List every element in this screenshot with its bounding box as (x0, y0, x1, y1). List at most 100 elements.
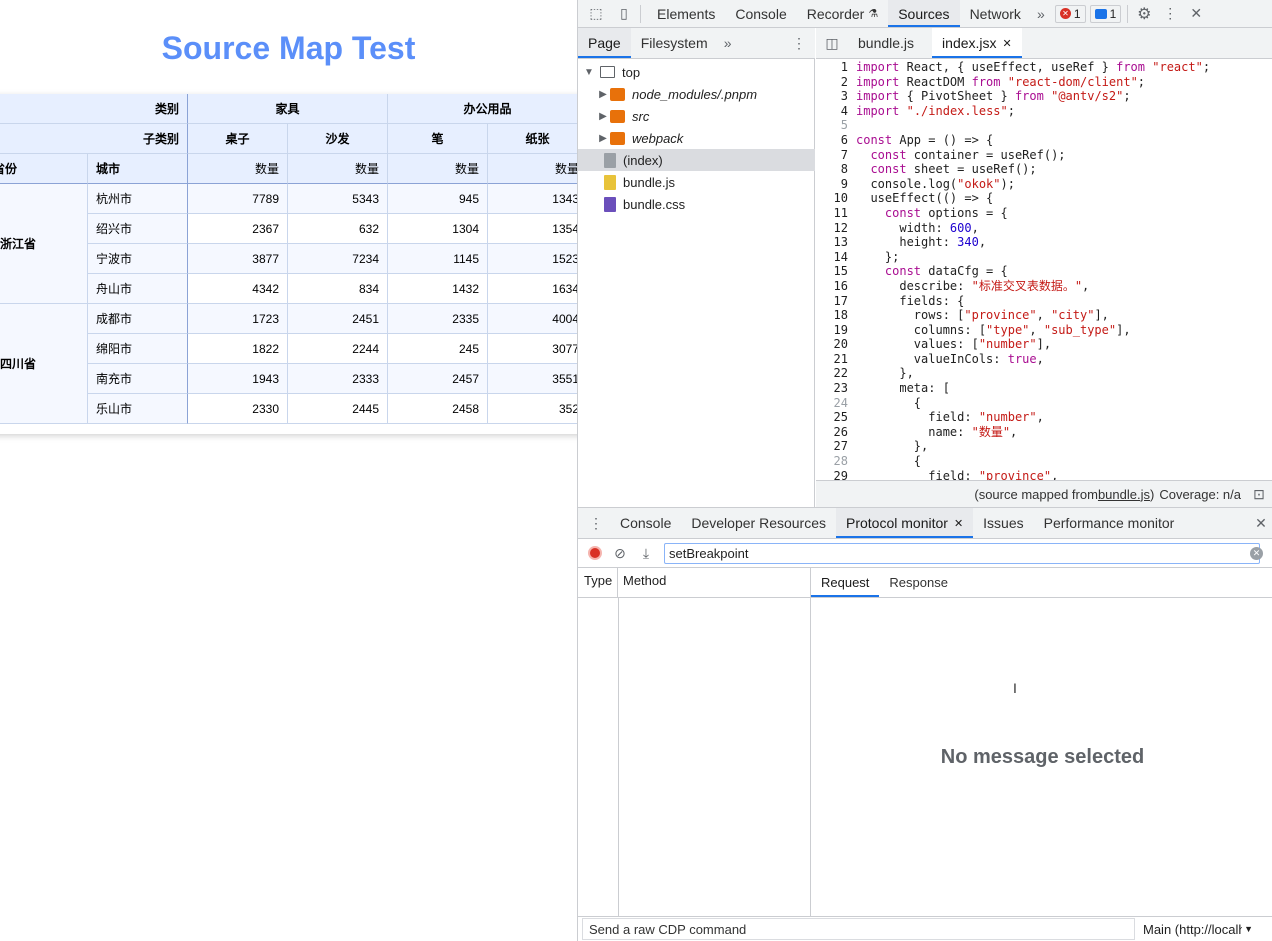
inspect-element-icon[interactable]: ⬚ (589, 5, 603, 21)
data-cell[interactable]: 245 (388, 334, 488, 364)
tab-page[interactable]: Page (578, 28, 631, 58)
line-number[interactable]: 9 (840, 176, 848, 191)
line-number[interactable]: 27 (833, 439, 848, 454)
data-cell[interactable]: 1145 (388, 244, 488, 274)
tab-recorder[interactable]: Recorder⚗ (797, 0, 888, 27)
tree-item[interactable]: ▼top (578, 61, 815, 83)
row-header-city-cell[interactable]: 杭州市 (88, 184, 188, 214)
measure-header[interactable]: 数量 (288, 154, 388, 184)
row-header-sichuan[interactable]: 四川省 (0, 304, 88, 424)
line-number[interactable]: 23 (833, 381, 848, 396)
column-method[interactable]: Method (623, 573, 667, 588)
code-line[interactable]: 21 valueInCols: true, (816, 352, 1272, 367)
close-drawer-icon[interactable]: ✕ (1255, 514, 1267, 531)
data-cell[interactable]: 1354 (488, 214, 577, 244)
close-tab-icon[interactable]: ✕ (1002, 37, 1012, 50)
data-cell[interactable]: 2451 (288, 304, 388, 334)
code-line[interactable]: 20 values: ["number"], (816, 337, 1272, 352)
data-cell[interactable]: 352 (488, 394, 577, 424)
row-header-city-cell[interactable]: 成都市 (88, 304, 188, 334)
expand-triangle-icon[interactable]: ▶ (599, 110, 607, 122)
col-type-header[interactable]: 家具 (188, 94, 388, 124)
detail-tab-response[interactable]: Response (889, 575, 948, 590)
data-cell[interactable]: 7789 (188, 184, 288, 214)
tab-elements[interactable]: Elements (657, 5, 716, 22)
line-number[interactable]: 24 (833, 395, 848, 410)
data-cell[interactable]: 5343 (288, 184, 388, 214)
row-header-city-cell[interactable]: 舟山市 (88, 274, 188, 304)
drawer-tab-console[interactable]: Console (620, 515, 672, 531)
tab-network[interactable]: Network (969, 5, 1021, 22)
corner-type-label[interactable]: 类别 (0, 94, 188, 124)
col-type-header[interactable]: 办公用品 (388, 94, 577, 124)
drawer-tab-protocol-monitor[interactable]: Protocol monitor ✕ (836, 508, 974, 538)
line-number[interactable]: 8 (840, 162, 848, 177)
navigator-menu-icon[interactable]: ⋮ (792, 34, 806, 51)
line-number[interactable]: 28 (833, 454, 848, 469)
code-line[interactable]: 26 name: "数量", (816, 425, 1272, 440)
data-cell[interactable]: 1523 (488, 244, 577, 274)
error-badge[interactable]: ✕ 1 (1054, 4, 1086, 23)
drawer-menu-icon[interactable]: ⋮ (589, 514, 603, 531)
code-line[interactable]: 5 (816, 118, 1272, 133)
row-header-city-cell[interactable]: 南充市 (88, 364, 188, 394)
cdp-command-input[interactable]: Send a raw CDP command (582, 918, 1135, 940)
row-header-zhejiang[interactable]: 浙江省 (0, 184, 88, 304)
row-header-province[interactable]: 省份 (0, 154, 88, 184)
data-cell[interactable]: 1634 (488, 274, 577, 304)
tree-item[interactable]: ▶node_modules/.pnpm (578, 83, 815, 105)
line-number[interactable]: 2 (840, 74, 848, 89)
line-number[interactable]: 13 (833, 235, 848, 250)
row-header-city-cell[interactable]: 绍兴市 (88, 214, 188, 244)
pivot-sheet[interactable]: 类别子类别省份城市家具办公用品桌子沙发笔纸张数量数量数量数量浙江省杭州市7789… (0, 94, 577, 434)
code-line[interactable]: 11 const options = { (816, 206, 1272, 221)
more-tabs-icon[interactable]: » (1037, 5, 1045, 22)
line-number[interactable]: 14 (833, 249, 848, 264)
tab-filesystem[interactable]: Filesystem (640, 35, 708, 51)
data-cell[interactable]: 3077 (488, 334, 577, 364)
detail-tab-request[interactable]: Request (811, 568, 880, 597)
code-line[interactable]: 12 width: 600, (816, 221, 1272, 236)
corner-subtype-label[interactable]: 子类别 (0, 124, 188, 154)
data-cell[interactable]: 2445 (288, 394, 388, 424)
message-badge[interactable]: 1 (1089, 4, 1122, 23)
code-line[interactable]: 29 field: "province", (816, 469, 1272, 480)
editor-tab-bundle-js[interactable]: bundle.js (858, 35, 915, 51)
col-subtype-header[interactable]: 桌子 (188, 124, 288, 154)
code-line[interactable]: 19 columns: ["type", "sub_type"], (816, 323, 1272, 338)
code-line[interactable]: 14 }; (816, 250, 1272, 265)
target-select[interactable]: Main (http://localhc ▼ (1143, 922, 1253, 937)
data-cell[interactable]: 945 (388, 184, 488, 214)
line-number[interactable]: 21 (833, 351, 848, 366)
data-cell[interactable]: 2458 (388, 394, 488, 424)
data-cell[interactable]: 3877 (188, 244, 288, 274)
data-cell[interactable]: 1723 (188, 304, 288, 334)
row-header-city-cell[interactable]: 宁波市 (88, 244, 188, 274)
code-line[interactable]: 23 meta: [ (816, 381, 1272, 396)
code-line[interactable]: 9 console.log("okok"); (816, 177, 1272, 192)
code-line[interactable]: 22 }, (816, 366, 1272, 381)
device-toolbar-icon[interactable]: ▯ (620, 5, 628, 21)
drawer-tab-developer-resources[interactable]: Developer Resources (691, 515, 826, 531)
drawer-tab-performance-monitor[interactable]: Performance monitor (1043, 515, 1175, 531)
data-cell[interactable]: 2330 (188, 394, 288, 424)
row-header-city[interactable]: 城市 (88, 154, 188, 184)
code-line[interactable]: 15 const dataCfg = { (816, 264, 1272, 279)
col-subtype-header[interactable]: 笔 (388, 124, 488, 154)
line-number[interactable]: 3 (840, 89, 848, 104)
code-line[interactable]: 16 describe: "标准交叉表数据。", (816, 279, 1272, 294)
data-cell[interactable]: 2335 (388, 304, 488, 334)
source-mapped-link[interactable]: bundle.js (1097, 486, 1150, 502)
line-number[interactable]: 15 (833, 264, 848, 279)
editor-tab-index-jsx[interactable]: index.jsx ✕ (932, 28, 1022, 58)
line-number[interactable]: 25 (833, 410, 848, 425)
data-cell[interactable]: 7234 (288, 244, 388, 274)
code-line[interactable]: 25 field: "number", (816, 410, 1272, 425)
kebab-menu-icon[interactable]: ⋮ (1163, 5, 1178, 21)
filter-input[interactable]: setBreakpoint ✕ (664, 542, 1263, 564)
line-number[interactable]: 26 (833, 424, 848, 439)
data-cell[interactable]: 4342 (188, 274, 288, 304)
